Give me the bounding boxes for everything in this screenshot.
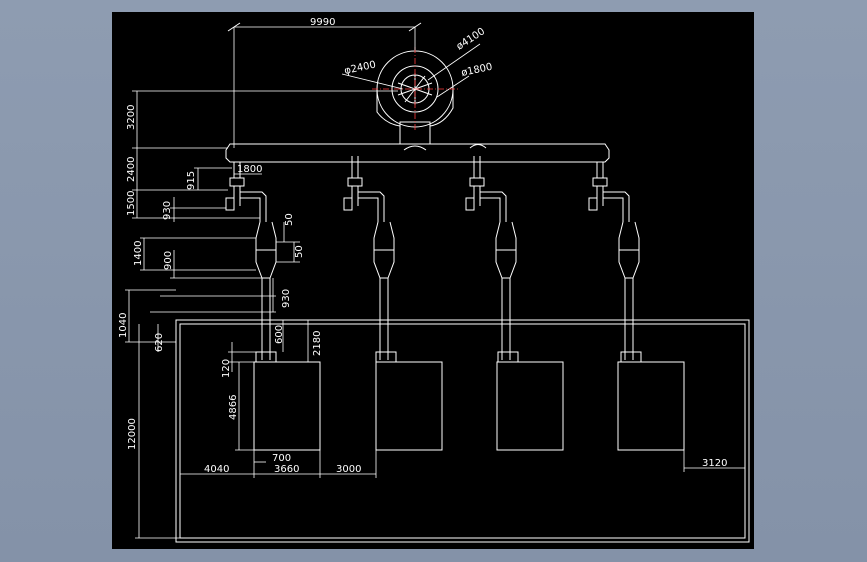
dim-930-lower: 930 xyxy=(281,289,292,308)
dimension-lines xyxy=(125,22,745,539)
dim-3120: 3120 xyxy=(702,458,727,469)
branch-unit-2 xyxy=(343,177,443,451)
dim-d2400: φ2400 xyxy=(343,60,377,77)
dim-2180: 2180 xyxy=(312,331,323,356)
dim-930-upper: 930 xyxy=(162,201,173,220)
dim-4040: 4040 xyxy=(204,464,229,475)
dim-2400: 2400 xyxy=(126,157,137,182)
dim-4866: 4866 xyxy=(228,395,239,420)
dim-1800: 1800 xyxy=(237,164,262,175)
dim-620: 620 xyxy=(154,333,165,352)
branch-unit-4 xyxy=(588,177,685,451)
dim-d4100: ø4100 xyxy=(455,26,487,52)
dim-900: 900 xyxy=(163,251,174,270)
dim-1040: 1040 xyxy=(118,313,129,338)
dim-12000: 12000 xyxy=(127,418,138,450)
branch-unit-1 xyxy=(225,177,321,451)
dimension-labels: 9990 ø4100 φ2400 ø1800 3200 2400 1500 18… xyxy=(118,17,727,475)
dim-1500: 1500 xyxy=(126,191,137,216)
dim-1400: 1400 xyxy=(133,241,144,266)
dim-600: 600 xyxy=(274,325,285,344)
dim-700: 700 xyxy=(272,453,291,464)
dim-915: 915 xyxy=(186,171,197,190)
fan-volute xyxy=(341,43,481,151)
dim-9990: 9990 xyxy=(310,17,335,28)
drawing-canvas[interactable]: 9990 ø4100 φ2400 ø1800 3200 2400 1500 18… xyxy=(112,12,754,549)
dim-3660: 3660 xyxy=(274,464,299,475)
dim-3000: 3000 xyxy=(336,464,361,475)
branch-unit-3 xyxy=(465,177,564,451)
dim-120: 120 xyxy=(221,359,232,378)
dim-50-upper: 50 xyxy=(284,213,295,226)
center-lines xyxy=(372,47,458,132)
building-outline xyxy=(175,319,750,543)
dim-50-lower: 50 xyxy=(294,245,305,258)
cad-drawing: 9990 ø4100 φ2400 ø1800 3200 2400 1500 18… xyxy=(118,17,750,543)
dim-d1800: ø1800 xyxy=(460,62,493,79)
main-manifold xyxy=(225,143,610,178)
dim-3200: 3200 xyxy=(126,105,137,130)
